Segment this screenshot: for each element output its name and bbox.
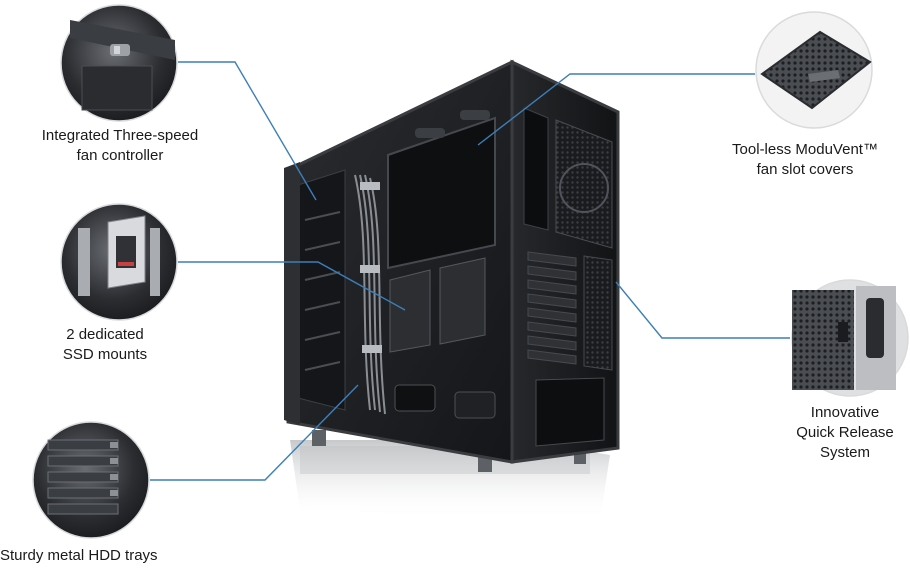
ssd-mounts-label-line1: 2 dedicated [66, 326, 144, 343]
moduvent-label-line2: fan slot covers [756, 161, 854, 178]
quick-release-label: Innovative Quick Release System [780, 403, 910, 463]
hdd-tray-closeup-image [32, 421, 150, 539]
ssd-bracket-closeup-image [60, 203, 178, 321]
case-interior [284, 59, 514, 464]
fan-controller-label: Integrated Three-speed fan controller [20, 126, 220, 166]
quick-release-label-line3: System [819, 444, 870, 461]
moduvent-label-line1: Tool-less ModuVent™ [732, 141, 878, 158]
leader-line-quickrelease [615, 281, 790, 339]
case-rear-panel [510, 59, 620, 464]
vent-cover-closeup-image [755, 11, 873, 129]
hdd-trays-label: Sturdy metal HDD trays [0, 546, 190, 566]
quick-release-label-line2: Quick Release [796, 424, 894, 441]
ssd-mounts-label: 2 dedicated SSD mounts [40, 325, 170, 365]
quick-release-label-line1: Innovative [810, 404, 880, 421]
leader-line-fan [178, 61, 317, 201]
moduvent-label: Tool-less ModuVent™ fan slot covers [720, 140, 890, 180]
fan-switch-closeup-image [60, 4, 178, 122]
latch-closeup-image [791, 279, 909, 397]
hdd-trays-label-line1: Sturdy metal HDD trays [0, 547, 158, 564]
leader-lines [150, 61, 790, 481]
fan-controller-label-line2: fan controller [76, 147, 164, 164]
leader-line-ssd [178, 261, 406, 311]
ssd-mounts-label-line2: SSD mounts [62, 346, 148, 363]
leader-line-hdd [150, 384, 359, 481]
fan-controller-label-line1: Integrated Three-speed [41, 127, 199, 144]
leader-line-vent [477, 73, 755, 146]
